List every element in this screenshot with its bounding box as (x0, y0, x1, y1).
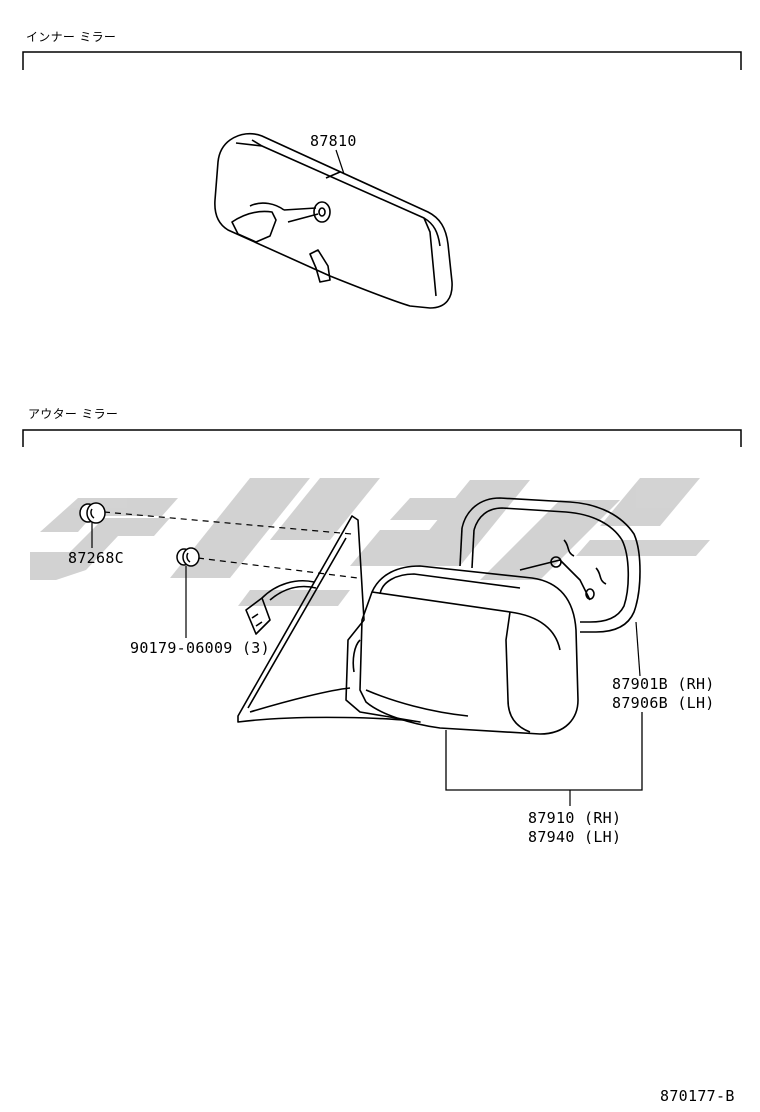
inner-mirror-bracket (22, 51, 742, 70)
part-label-87268c: 87268C (68, 549, 124, 567)
part-label-87940-lh: 87940 (LH) (528, 828, 622, 846)
part-label-87901b-rh: 87901B (RH) (612, 675, 715, 693)
leader-87810 (335, 149, 345, 175)
inner-mirror-illustration (214, 132, 453, 309)
part-label-90179: 90179-06009 (3) (130, 639, 270, 657)
dashed-leader-cap (103, 511, 353, 535)
cap-87268c-illustration (79, 502, 106, 524)
inner-mirror-section-title: インナー ミラー (26, 30, 117, 44)
clip-90179-illustration (176, 547, 200, 567)
watermark-logo (30, 478, 710, 606)
part-label-87910-rh: 87910 (RH) (528, 809, 622, 827)
outer-mirror-section-title: アウター ミラー (28, 407, 119, 421)
figure-code: 870177-B (660, 1087, 735, 1105)
part-label-87906b-lh: 87906B (LH) (612, 694, 715, 712)
part-label-87810: 87810 (310, 132, 357, 150)
outer-mirror-illustration (237, 497, 641, 735)
leader-bracket-87910 (445, 712, 643, 791)
leader-87901b (635, 621, 641, 677)
outer-mirror-bracket (22, 429, 742, 447)
dashed-leader-clip (197, 557, 359, 579)
